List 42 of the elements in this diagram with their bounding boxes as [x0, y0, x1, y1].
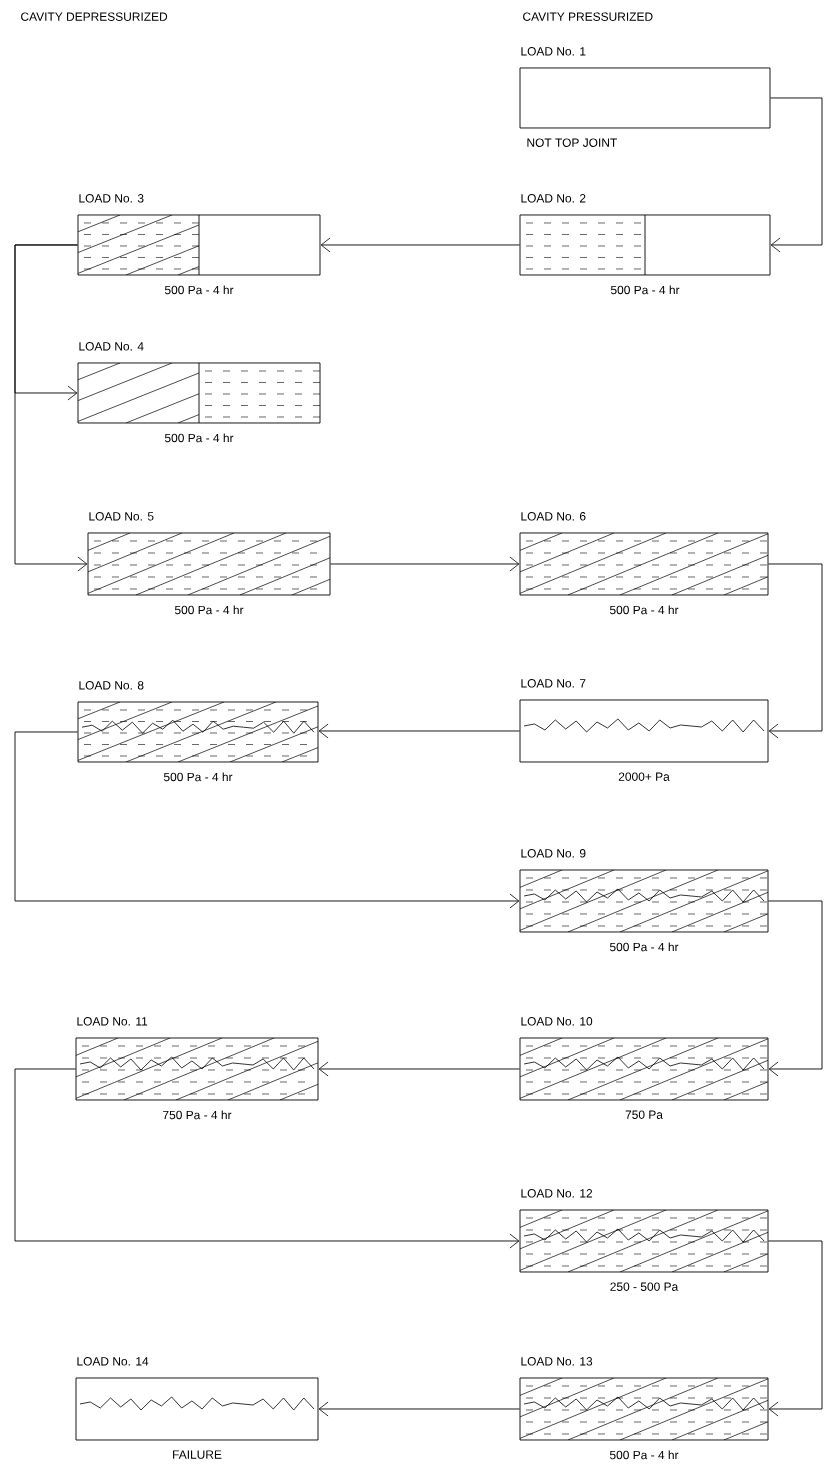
- arrow: [320, 237, 520, 253]
- box-caption: 2000+ Pa: [618, 772, 670, 781]
- box-heading: LOAD No. 13: [521, 1357, 593, 1366]
- arrow: [768, 563, 823, 739]
- arrow: [318, 1061, 520, 1077]
- arrow: [14, 1068, 520, 1249]
- box-heading: LOAD No. 12: [521, 1189, 593, 1198]
- box-heading: LOAD No. 5: [89, 512, 154, 521]
- box-caption: 750 Pa - 4 hr: [163, 1110, 232, 1120]
- arrow: [14, 244, 88, 572]
- box-heading: LOAD No. 4: [79, 342, 144, 351]
- box-heading: LOAD No. 9: [521, 849, 586, 858]
- arrow: [14, 731, 520, 909]
- box-caption: 500 Pa - 4 hr: [163, 772, 233, 782]
- box-heading: LOAD No. 10: [521, 1017, 593, 1026]
- box-caption: 500 Pa - 4 hr: [164, 285, 234, 295]
- box-caption: 500 Pa - 4 hr: [610, 285, 680, 295]
- box-heading: LOAD No. 11: [77, 1017, 148, 1026]
- box-heading: LOAD No. 1: [521, 47, 586, 56]
- column-heading: CAVITY DEPRESSURIZED: [21, 12, 168, 21]
- arrow: [768, 900, 823, 1077]
- box-heading: LOAD No. 8: [79, 681, 144, 690]
- arrow: [768, 1240, 823, 1417]
- arrow: [318, 1401, 520, 1417]
- box-caption: 500 Pa - 4 hr: [609, 942, 679, 952]
- box-caption: 500 Pa - 4 hr: [609, 1450, 679, 1460]
- box-heading: LOAD No. 2: [521, 194, 586, 203]
- box-caption: 500 Pa - 4 hr: [174, 605, 244, 615]
- arrow: [770, 97, 823, 253]
- box-heading: LOAD No. 6: [521, 512, 586, 521]
- box-heading: LOAD No. 14: [77, 1357, 149, 1366]
- box-heading: LOAD No. 3: [79, 194, 144, 203]
- box-caption: 750 Pa: [625, 1110, 663, 1119]
- box-heading: LOAD No. 7: [521, 679, 586, 688]
- column-heading: CAVITY PRESSURIZED: [523, 12, 653, 21]
- box-caption: FAILURE: [173, 1450, 222, 1459]
- arrow: [330, 556, 520, 572]
- box-caption: 250 - 500 Pa: [610, 1282, 679, 1291]
- box-caption: 500 Pa - 4 hr: [609, 605, 679, 615]
- box-caption: NOT TOP JOINT: [527, 138, 617, 147]
- box-caption: 500 Pa - 4 hr: [164, 433, 234, 443]
- arrow: [318, 723, 520, 739]
